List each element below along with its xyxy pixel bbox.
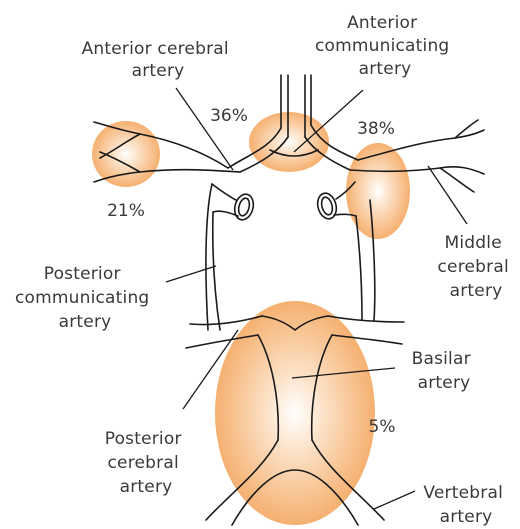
highlight-basilar — [215, 301, 375, 525]
label-middle-cerebral-line2: cerebral — [437, 257, 508, 277]
label-posterior-cerebral-line3: artery — [120, 477, 173, 497]
label-basilar-line1: Basilar — [412, 349, 471, 369]
label-posterior-communicating-line2: communicating — [15, 288, 149, 308]
label-posterior-communicating: Posterior communicating artery — [15, 264, 155, 332]
label-vertebral-line1: Vertebral — [423, 483, 503, 503]
leader-middle-cerebral — [428, 166, 467, 224]
leader-anterior-cerebral — [176, 88, 233, 170]
label-anterior-communicating: Anterior communicating artery — [315, 13, 455, 79]
label-vertebral-line2: artery — [440, 507, 493, 527]
label-anterior-cerebral-line2: artery — [132, 61, 185, 81]
leader-posterior-communicating — [166, 266, 216, 282]
label-anterior-cerebral-line1: Anterior cerebral — [82, 39, 229, 59]
label-vertebral: Vertebral artery — [423, 483, 508, 527]
percent-anterior-communicating: 36% — [210, 106, 248, 126]
label-middle-cerebral-line3: artery — [450, 281, 503, 301]
label-posterior-communicating-line1: Posterior — [44, 264, 121, 284]
label-anterior-communicating-line1: Anterior — [347, 13, 417, 33]
label-anterior-communicating-line3: artery — [359, 59, 412, 79]
highlight-anterior-communicating — [249, 112, 329, 172]
label-middle-cerebral-line1: Middle — [445, 233, 502, 253]
label-anterior-cerebral: Anterior cerebral artery — [82, 39, 235, 81]
label-middle-cerebral: Middle cerebral artery — [437, 233, 514, 301]
label-anterior-communicating-line2: communicating — [315, 36, 449, 56]
leader-vertebral — [374, 491, 415, 509]
label-basilar-line2: artery — [418, 373, 471, 393]
label-posterior-cerebral-line1: Posterior — [105, 429, 182, 449]
label-posterior-communicating-line3: artery — [59, 312, 112, 332]
highlight-middle-cerebral — [346, 143, 410, 239]
percent-middle-cerebral: 38% — [357, 119, 395, 139]
label-posterior-cerebral: Posterior cerebral artery — [105, 429, 188, 497]
label-posterior-cerebral-line2: cerebral — [107, 453, 178, 473]
percent-internal-carotid: 21% — [107, 201, 145, 221]
label-basilar: Basilar artery — [412, 349, 477, 393]
percent-basilar: 5% — [369, 417, 396, 437]
